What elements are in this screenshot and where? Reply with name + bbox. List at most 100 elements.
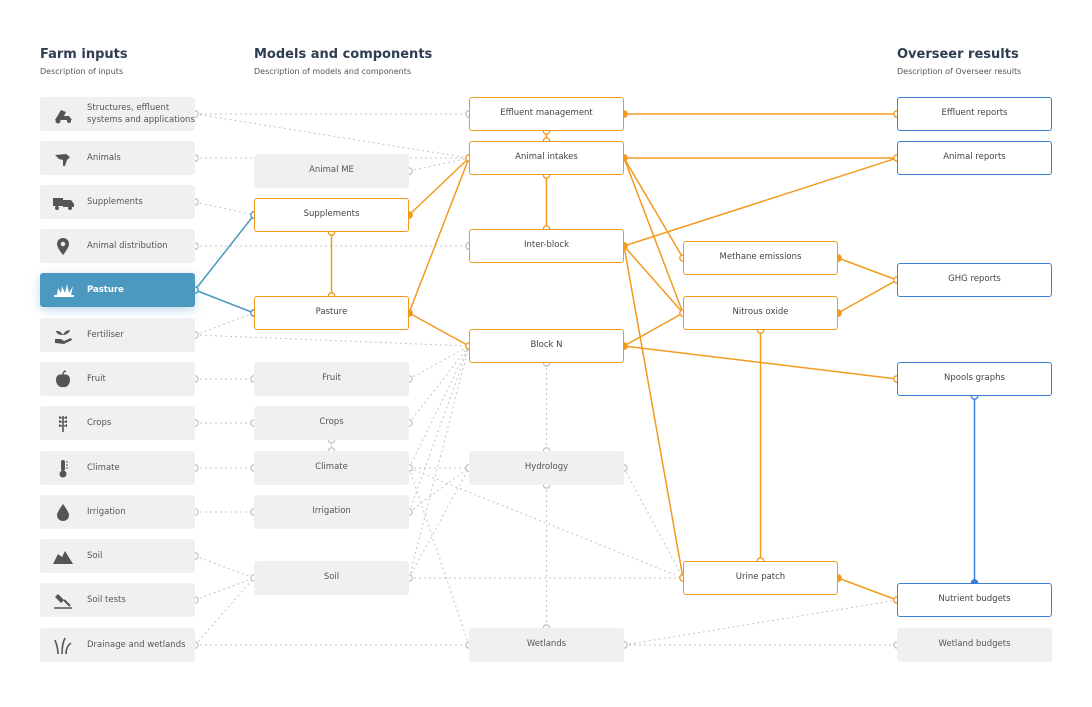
edge-m-wetlands-to-r-nutrient — [623, 599, 898, 646]
trowel-icon — [50, 590, 76, 610]
node-label: Methane emissions — [719, 252, 802, 263]
seedling-hand-icon — [50, 325, 76, 345]
edge-pasture-to-m-pasture — [194, 289, 255, 314]
node-label: Hydrology — [524, 462, 569, 473]
node-m-soil[interactable]: Soil — [254, 561, 409, 595]
input-label: Fruit — [87, 373, 106, 384]
edge-m-fruit-to-m-blockn — [408, 345, 470, 380]
edge-m-soil-to-m-hydrology — [408, 467, 470, 579]
node-m-crops[interactable]: Crops — [254, 406, 409, 440]
node-label: Nutrient budgets — [938, 594, 1011, 605]
edge-soil-to-m-soil — [194, 555, 255, 579]
input-fruit[interactable]: Fruit — [40, 362, 195, 396]
node-m-wetlands[interactable]: Wetlands — [469, 628, 624, 662]
node-m-blockn[interactable]: Block N — [469, 329, 624, 363]
edge-soiltests-to-m-soil — [194, 577, 255, 601]
edge-m-intakes-to-m-methane — [623, 157, 684, 259]
node-m-methane[interactable]: Methane emissions — [683, 241, 838, 275]
node-label: Npools graphs — [944, 373, 1005, 384]
models-title: Models and components — [254, 47, 433, 62]
input-label: Animal distribution — [87, 240, 168, 251]
edge-m-pasture-to-m-intakes — [408, 157, 470, 314]
node-r-wetland[interactable]: Wetland budgets — [897, 628, 1052, 662]
input-irrigation[interactable]: Irrigation — [40, 495, 195, 529]
apple-icon — [50, 369, 76, 389]
animal-icon — [50, 148, 76, 168]
input-structures[interactable]: Structures, effluent systems and applica… — [40, 97, 195, 131]
input-label: Drainage and wetlands — [87, 639, 186, 650]
node-label: Climate — [315, 462, 348, 473]
node-m-irrigation[interactable]: Irrigation — [254, 495, 409, 529]
edge-m-soil-to-m-blockn — [408, 345, 470, 579]
node-m-interblock[interactable]: Inter-block — [469, 229, 624, 263]
edge-m-supplements-to-m-intakes — [408, 157, 470, 216]
input-distribution[interactable]: Animal distribution — [40, 229, 195, 263]
node-m-climate[interactable]: Climate — [254, 451, 409, 485]
node-m-intakes[interactable]: Animal intakes — [469, 141, 624, 175]
input-label: Irrigation — [87, 506, 126, 517]
water-drop-icon — [50, 502, 76, 522]
input-soil[interactable]: Soil — [40, 539, 195, 573]
input-label: Soil tests — [87, 594, 126, 605]
input-drainage[interactable]: Drainage and wetlands — [40, 628, 195, 662]
edge-fertiliser-to-m-pasture — [194, 312, 255, 336]
input-crops[interactable]: Crops — [40, 406, 195, 440]
input-label: Animals — [87, 152, 121, 163]
edge-structures-to-m-intakes — [194, 113, 470, 159]
node-r-ghg[interactable]: GHG reports — [897, 263, 1052, 297]
wheat-icon — [50, 413, 76, 433]
feed-cart-icon — [50, 192, 76, 212]
node-m-effluent[interactable]: Effluent management — [469, 97, 624, 131]
node-m-animal-me[interactable]: Animal ME — [254, 154, 409, 188]
node-label: Soil — [323, 572, 340, 583]
input-label: Pasture — [87, 284, 124, 295]
node-label: Animal intakes — [515, 152, 578, 163]
node-m-pasture[interactable]: Pasture — [254, 296, 409, 330]
node-m-fruit[interactable]: Fruit — [254, 362, 409, 396]
input-pasture[interactable]: Pasture — [40, 273, 195, 307]
inputs-description: Description of inputs — [40, 67, 124, 76]
node-m-hydrology[interactable]: Hydrology — [469, 451, 624, 485]
node-r-effluent[interactable]: Effluent reports — [897, 97, 1052, 131]
node-label: GHG reports — [948, 274, 1001, 285]
node-r-npools[interactable]: Npools graphs — [897, 362, 1052, 396]
input-fertiliser[interactable]: Fertiliser — [40, 318, 195, 352]
edge-m-pasture-to-m-blockn — [408, 312, 470, 347]
node-label: Effluent reports — [941, 108, 1008, 119]
node-r-nutrient[interactable]: Nutrient budgets — [897, 583, 1052, 617]
soil-mound-icon — [50, 546, 76, 566]
input-label: Fertiliser — [87, 329, 124, 340]
edge-m-interblock-to-m-nitrous — [623, 245, 684, 314]
input-label: Structures, effluent systems and applica… — [87, 102, 195, 125]
edge-drainage-to-m-soil — [194, 577, 255, 646]
input-climate[interactable]: Climate — [40, 451, 195, 485]
input-soiltests[interactable]: Soil tests — [40, 583, 195, 617]
node-label: Fruit — [322, 373, 341, 384]
reeds-icon — [50, 635, 76, 655]
edge-m-interblock-to-r-animal — [623, 157, 898, 247]
node-label: Nitrous oxide — [732, 307, 789, 318]
input-label: Crops — [87, 417, 112, 428]
edge-m-climate-to-m-blockn — [408, 345, 470, 469]
node-m-urine[interactable]: Urine patch — [683, 561, 838, 595]
node-label: Block N — [530, 340, 563, 351]
location-pin-icon — [50, 236, 76, 256]
edge-pasture-to-m-supplements — [194, 214, 255, 291]
input-supplements[interactable]: Supplements — [40, 185, 195, 219]
grass-icon — [50, 280, 76, 300]
node-label: Crops — [319, 417, 344, 428]
inputs-title: Farm inputs — [40, 47, 128, 62]
edge-m-interblock-to-m-urine — [623, 245, 684, 579]
input-animals[interactable]: Animals — [40, 141, 195, 175]
edge-supplements-to-m-supplements — [194, 201, 255, 216]
results-description: Description of Overseer results — [897, 67, 1022, 76]
node-m-nitrous[interactable]: Nitrous oxide — [683, 296, 838, 330]
node-label: Supplements — [303, 209, 360, 220]
node-r-animal[interactable]: Animal reports — [897, 141, 1052, 175]
node-label: Wetlands — [526, 639, 567, 650]
node-label: Effluent management — [500, 108, 593, 119]
node-label: Inter-block — [523, 240, 570, 251]
input-label: Soil — [87, 550, 103, 561]
node-m-supplements[interactable]: Supplements — [254, 198, 409, 232]
input-label: Supplements — [87, 196, 143, 207]
